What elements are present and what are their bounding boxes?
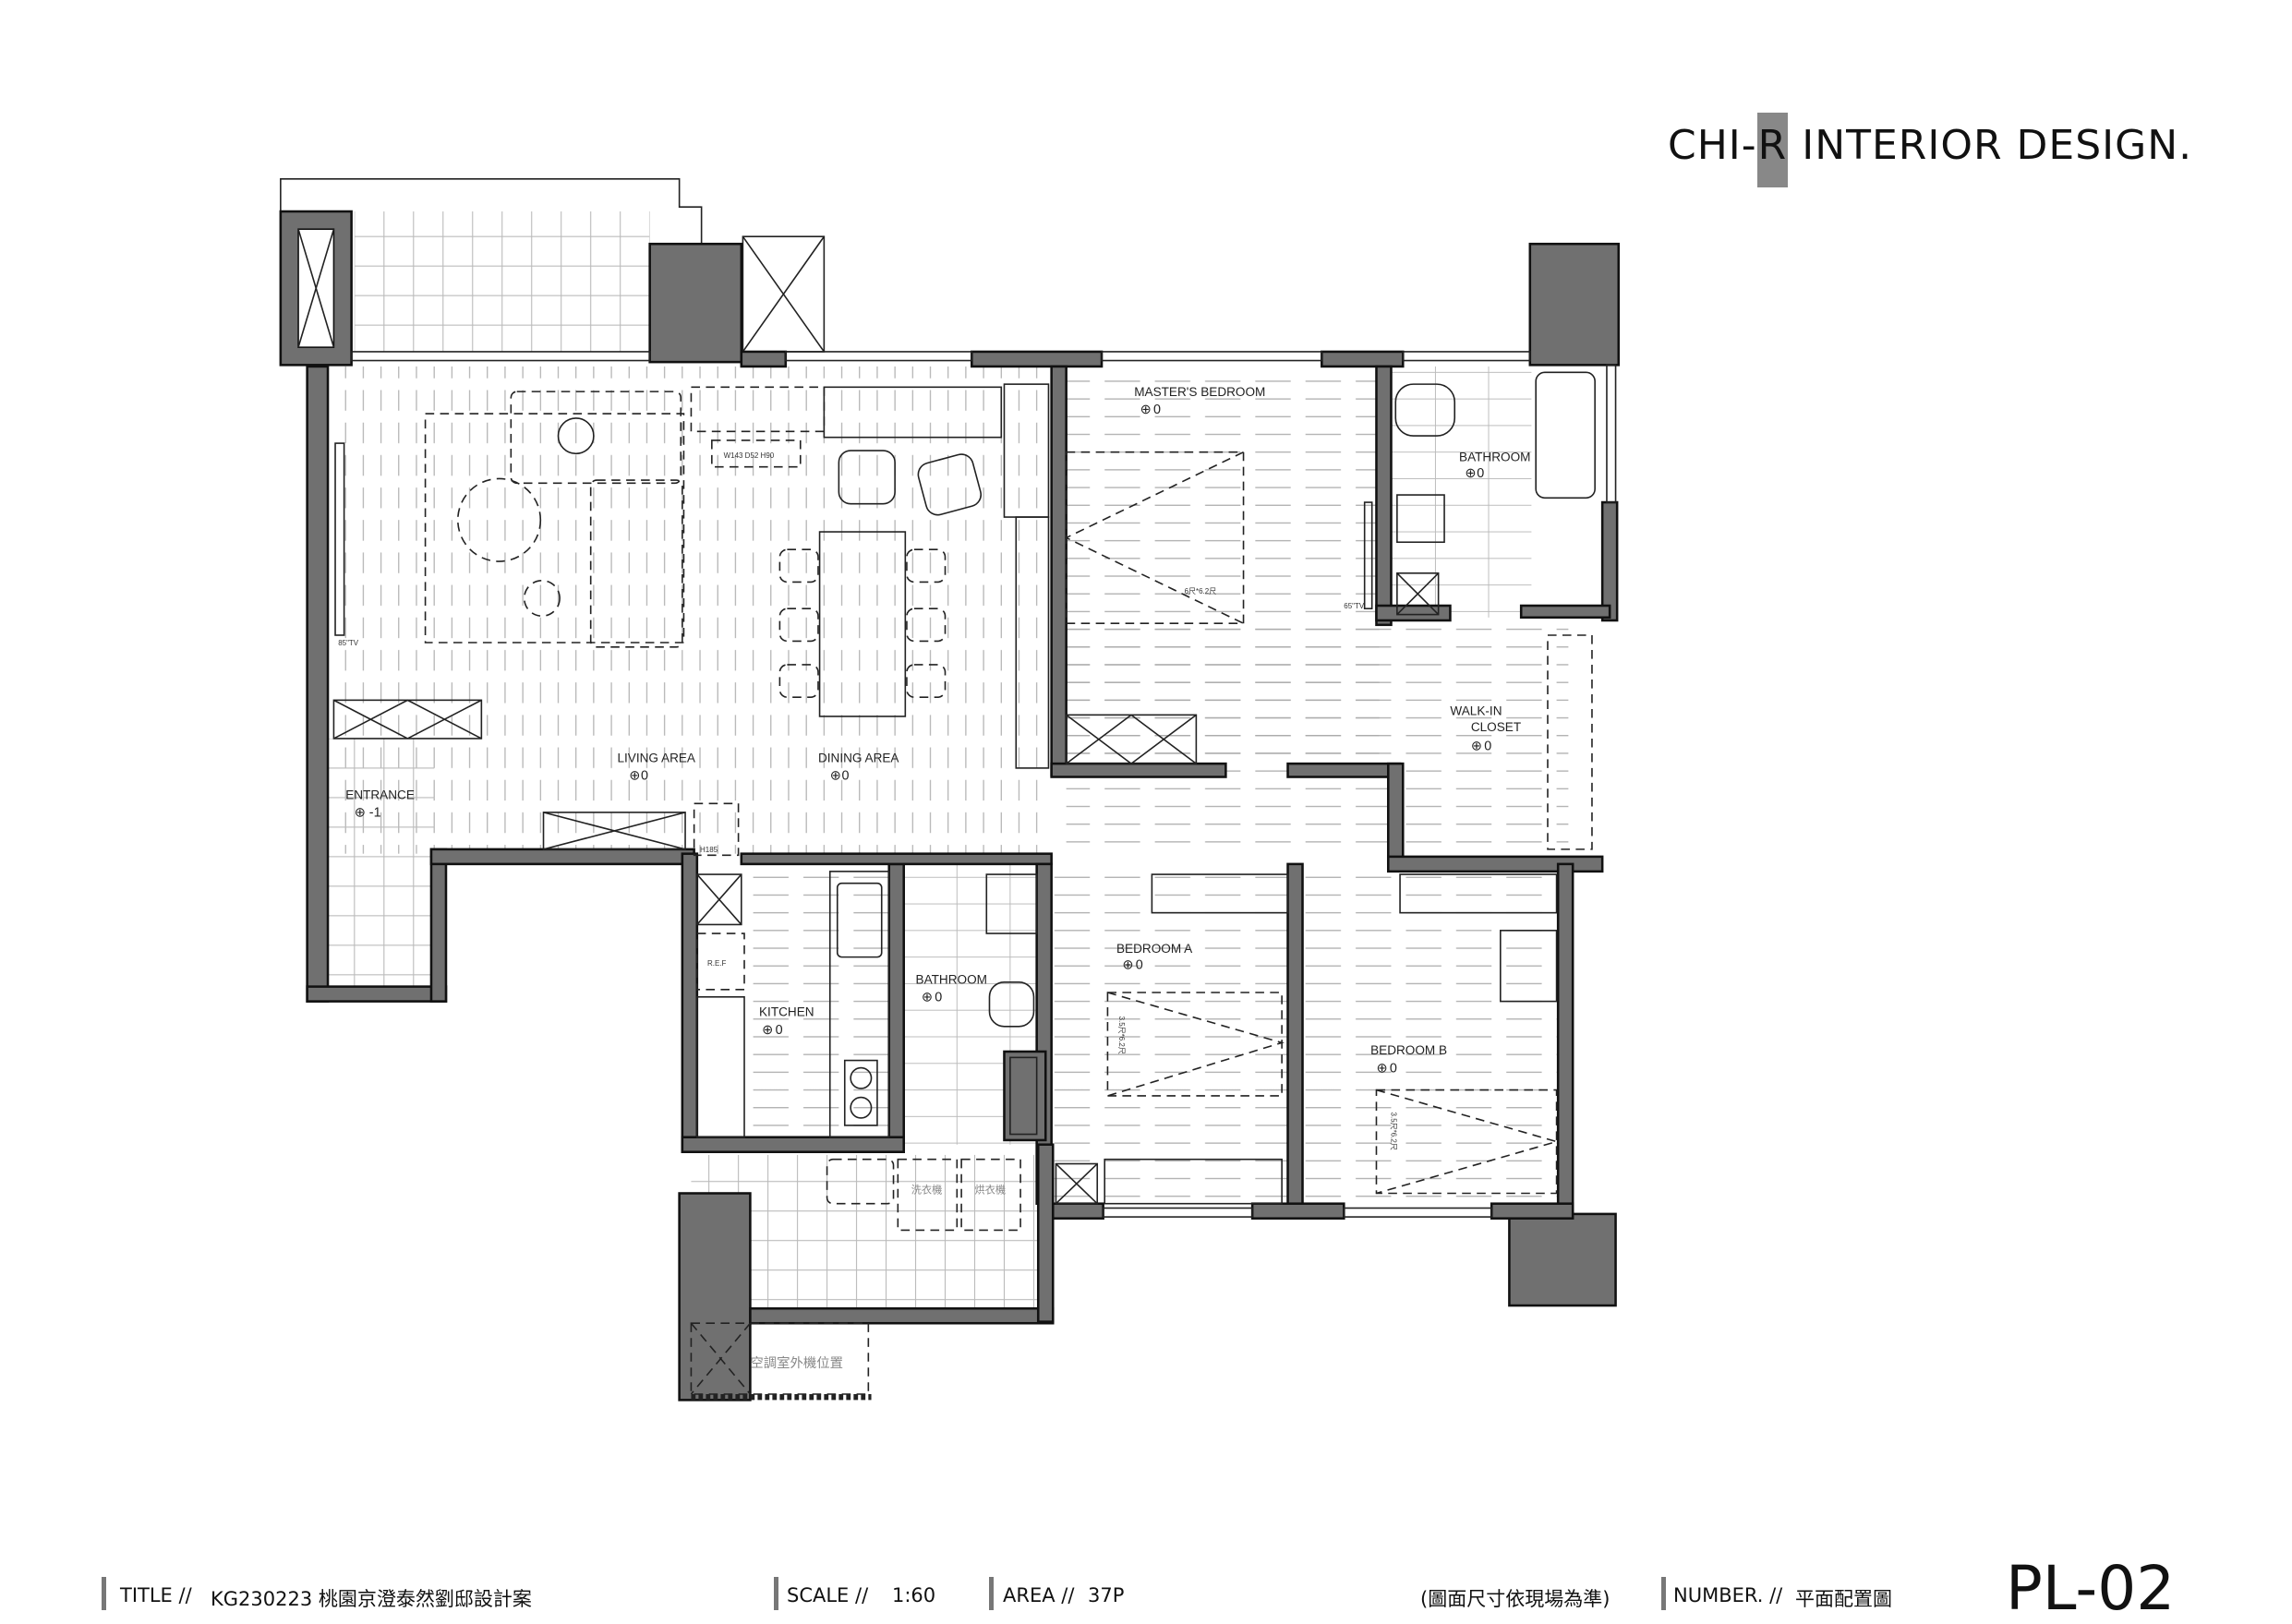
h185-label: H185 bbox=[700, 846, 718, 854]
bedroom-b-level: 0 bbox=[1390, 1061, 1397, 1076]
bed-b-size: 3.5尺*6.2尺 bbox=[1389, 1113, 1397, 1150]
logo-prefix: CHI- bbox=[1668, 122, 1757, 169]
title-label: TITLE // bbox=[120, 1584, 192, 1606]
dryer-label: 烘衣機 bbox=[974, 1183, 1006, 1196]
svg-text:⊕: ⊕ bbox=[629, 769, 640, 784]
walls bbox=[279, 210, 1621, 1401]
balcony-rail bbox=[280, 178, 703, 355]
area-label: AREA // bbox=[1003, 1584, 1075, 1606]
company-logo: CHI-R INTERIOR DESIGN. bbox=[1668, 113, 2193, 187]
title-block: TITLE // KG230223 桃園京澄泰然劉邸設計案 SCALE // 1… bbox=[0, 1553, 2292, 1624]
floor-finishes bbox=[328, 211, 1569, 1309]
master-bathroom-label: BATHROOM bbox=[1459, 450, 1530, 463]
room-labels: LIVING AREA ⊕0 DINING AREA ⊕0 ENTRANCE ⊕… bbox=[345, 385, 1530, 1076]
bed-a-size: 3.5尺*6.2尺 bbox=[1117, 1017, 1126, 1054]
dimension-note: (圖面尺寸依現場為準) bbox=[1420, 1588, 1610, 1610]
entrance-label: ENTRANCE bbox=[345, 788, 415, 802]
kitchen-label: KITCHEN bbox=[759, 1005, 814, 1019]
bedroom-a-label: BEDROOM A bbox=[1116, 942, 1193, 956]
master-bed-size: 6尺*6.2尺 bbox=[1185, 587, 1217, 595]
ac-outdoor-label: 空調室外機位置 bbox=[750, 1355, 843, 1371]
master-bedroom-furniture: 6尺*6.2尺 65"TV bbox=[1064, 371, 1596, 850]
scale-value: 1:60 bbox=[892, 1584, 936, 1606]
walkin-label: WALK-IN bbox=[1450, 704, 1502, 717]
living-area-level: 0 bbox=[641, 769, 648, 784]
master-bedroom-level: 0 bbox=[1153, 403, 1161, 417]
washer-label: 洗衣機 bbox=[911, 1183, 943, 1196]
tv-living-label: 85"TV bbox=[338, 639, 359, 647]
scale-label: SCALE // bbox=[787, 1584, 869, 1606]
walkin-level: 0 bbox=[1484, 740, 1491, 754]
dining-furniture bbox=[778, 383, 1050, 769]
service-area: 洗衣機 烘衣機 空調室外機位置 bbox=[690, 1158, 1021, 1401]
windows bbox=[350, 351, 1617, 1218]
living-furniture: 85"TV W143 D52 H90 H185 bbox=[332, 386, 1003, 857]
master-bedroom-label: MASTER'S BEDROOM bbox=[1134, 385, 1265, 399]
sheet-number: PL-02 bbox=[2006, 1553, 2176, 1624]
svg-text:⊕: ⊕ bbox=[355, 806, 366, 821]
svg-text:⊕: ⊕ bbox=[762, 1023, 773, 1038]
kitchen-furniture: R.E.F bbox=[696, 871, 1038, 1138]
bedroom-b-label: BEDROOM B bbox=[1370, 1043, 1447, 1057]
cabinet-dims-label: W143 D52 H90 bbox=[724, 451, 775, 460]
bathroom-2-label: BATHROOM bbox=[916, 972, 987, 986]
dining-area-level: 0 bbox=[842, 769, 850, 784]
bedroom-furniture: 3.5尺*6.2尺 3.5尺*6.2尺 bbox=[1055, 873, 1560, 1205]
tv-master-label: 65"TV bbox=[1344, 602, 1365, 610]
bathroom-2-level: 0 bbox=[935, 991, 942, 1005]
logo-suffix: INTERIOR DESIGN. bbox=[1788, 122, 2193, 169]
entrance-level: -1 bbox=[369, 806, 381, 821]
master-bathroom-level: 0 bbox=[1477, 466, 1484, 481]
svg-text:⊕: ⊕ bbox=[830, 769, 841, 784]
kitchen-level: 0 bbox=[776, 1023, 783, 1038]
ref-label: R.E.F bbox=[707, 959, 727, 968]
svg-text:⊕: ⊕ bbox=[1465, 466, 1476, 481]
bedroom-a-level: 0 bbox=[1136, 957, 1143, 972]
area-value: 37P bbox=[1088, 1584, 1125, 1606]
title-value: KG230223 桃園京澄泰然劉邸設計案 bbox=[211, 1588, 532, 1610]
living-area-label: LIVING AREA bbox=[617, 752, 695, 765]
svg-text:⊕: ⊕ bbox=[1122, 957, 1133, 972]
number-value: 平面配置圖 bbox=[1795, 1588, 1892, 1610]
svg-text:⊕: ⊕ bbox=[1140, 403, 1152, 417]
walkin-label-2: CLOSET bbox=[1471, 720, 1521, 734]
svg-text:⊕: ⊕ bbox=[1376, 1061, 1387, 1076]
number-label: NUMBER. // bbox=[1673, 1584, 1783, 1606]
logo-highlight: R bbox=[1756, 113, 1789, 187]
svg-text:⊕: ⊕ bbox=[922, 991, 933, 1005]
dining-area-label: DINING AREA bbox=[818, 752, 899, 765]
svg-text:⊕: ⊕ bbox=[1471, 740, 1482, 754]
